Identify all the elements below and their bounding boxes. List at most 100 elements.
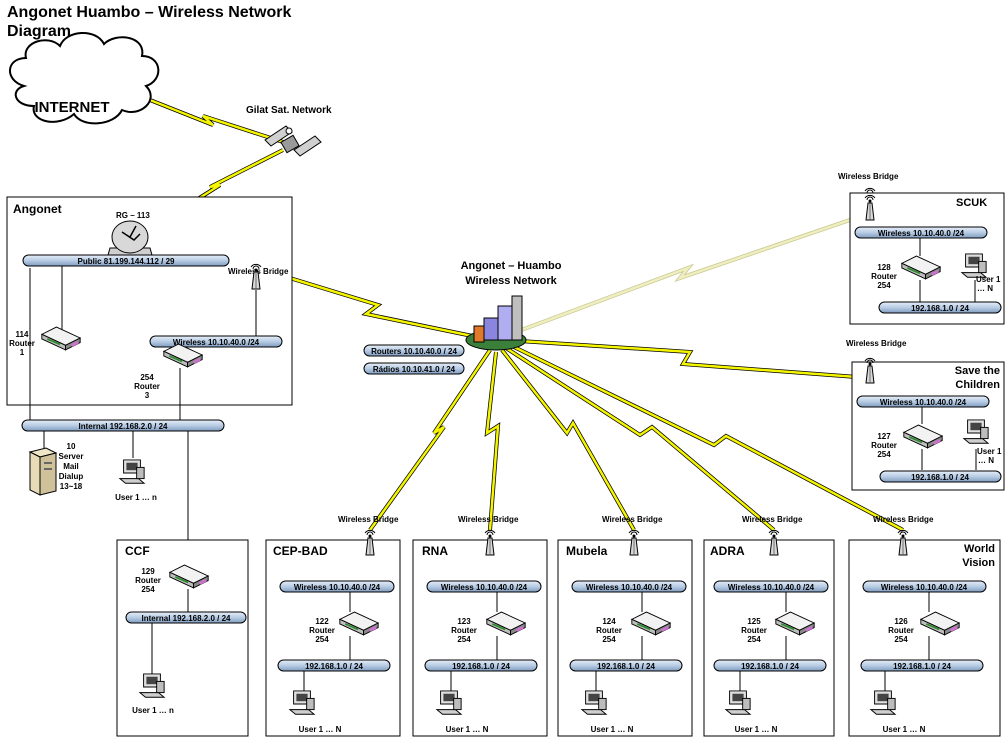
satellite-dish-icon (105, 220, 155, 263)
scuk-site: Wireless Bridge SCUK Wireless 10.10.40.0… (838, 172, 1005, 325)
site-name: Mubela (566, 544, 608, 558)
internet-label: INTERNET (35, 99, 110, 116)
site-bridge-label: Wireless Bridge (602, 515, 663, 524)
svg-text:Router: Router (871, 272, 897, 281)
angonet-user-label: User 1 … n (115, 493, 157, 502)
site-user-label: User 1 … N (446, 725, 489, 734)
svg-text:Router: Router (134, 382, 160, 391)
angonet-user-pc-icon (119, 459, 145, 484)
save-user-pc-icon (963, 419, 989, 444)
link-save-children (504, 338, 871, 380)
save-lan: 192.168.1.0 / 24 (911, 473, 969, 482)
svg-text:Router: Router (888, 626, 914, 635)
ccf-user-pc-icon (139, 673, 165, 698)
site-bridge-label: Wireless Bridge (742, 515, 803, 524)
ccf-site: CCF 129 Router 254 Internal 192.168.2.0 … (116, 539, 249, 737)
svg-text:Server: Server (59, 452, 84, 461)
site-mubela: Wireless Bridge Mubela Wireless 10.10.40… (557, 515, 693, 737)
svg-text:126: 126 (894, 617, 908, 626)
ccf-name: CCF (125, 544, 150, 558)
svg-text:127: 127 (877, 432, 891, 441)
site-world-vision: Wireless Bridge World Vision Wireless 10… (848, 515, 1001, 737)
dish-label: RG – 113 (116, 211, 150, 220)
site-wireless-net: Wireless 10.10.40.0 /24 (586, 583, 673, 592)
site-user-label: User 1 … N (299, 725, 342, 734)
angonet-internal-net: Internal 192.168.2.0 / 24 (79, 422, 168, 431)
svg-text:Router: Router (741, 626, 767, 635)
angonet-site: Angonet RG – 113 Public 81.199.144.112 /… (6, 196, 293, 502)
scuk-lan: 192.168.1.0 / 24 (911, 304, 969, 313)
diagram-title: Angonet Huambo – Wireless Network Diagra… (7, 4, 292, 40)
svg-text:13~18: 13~18 (60, 482, 83, 491)
svg-text:1: 1 (20, 348, 25, 357)
svg-text:User 1: User 1 (976, 275, 1001, 284)
ccf-user-label: User 1 … n (132, 706, 174, 715)
svg-text:114: 114 (16, 330, 29, 339)
svg-text:254: 254 (457, 635, 471, 644)
svg-text:254: 254 (747, 635, 761, 644)
site-user-pc-icon (870, 690, 896, 715)
svg-text:Router: Router (871, 441, 897, 450)
angonet-wireless-net: Wireless 10.10.40.0 /24 (173, 338, 260, 347)
svg-text:Router: Router (9, 339, 35, 348)
svg-text:3: 3 (145, 391, 150, 400)
site-adra: Wireless Bridge ADRA Wireless 10.10.40.0… (703, 515, 835, 737)
internet-cloud: INTERNET (9, 31, 160, 125)
svg-text:User 1: User 1 (977, 447, 1002, 456)
site-lan: 192.168.1.0 / 24 (741, 662, 799, 671)
svg-text:254: 254 (315, 635, 329, 644)
site-name: CEP-BAD (273, 544, 328, 558)
site-lan: 192.168.1.0 / 24 (597, 662, 655, 671)
svg-text:10: 10 (67, 442, 76, 451)
public-net-label: Public 81.199.144.112 / 29 (78, 257, 176, 266)
ccf-internal-net: Internal 192.168.2.0 / 24 (142, 614, 231, 623)
hub: Angonet – Huambo Wireless Network Router… (363, 260, 562, 375)
hub-routers-label: Routers 10.10.40.0 / 24 (371, 347, 457, 356)
svg-text:254: 254 (894, 635, 908, 644)
svg-text:254: 254 (877, 281, 891, 290)
svg-text:123: 123 (457, 617, 471, 626)
hub-title-line1: Angonet – Huambo (461, 260, 562, 272)
svg-text:Router: Router (596, 626, 622, 635)
site-user-label: User 1 … N (735, 725, 778, 734)
svg-text:254: 254 (140, 373, 154, 382)
site-wireless-net: Wireless 10.10.40.0 /24 (728, 583, 815, 592)
site-name-line2: Vision (962, 557, 995, 569)
site-bridge-label: Wireless Bridge (873, 515, 934, 524)
svg-text:Router: Router (135, 576, 161, 585)
wireless-links (134, 96, 904, 532)
svg-text:254: 254 (877, 450, 891, 459)
svg-text:122: 122 (315, 617, 329, 626)
site-user-pc-icon (725, 690, 751, 715)
site-rna: Wireless Bridge RNA Wireless 10.10.40.0 … (412, 515, 548, 737)
angonet-name: Angonet (13, 202, 62, 216)
scuk-name: SCUK (956, 197, 987, 209)
save-bridge-label: Wireless Bridge (846, 339, 907, 348)
site-lan: 192.168.1.0 / 24 (893, 662, 951, 671)
angonet-bridge-label: Wireless Bridge (228, 267, 289, 276)
site-wireless-net: Wireless 10.10.40.0 /24 (881, 583, 968, 592)
site-name: RNA (422, 544, 448, 558)
svg-text:129: 129 (141, 567, 155, 576)
satellite-label: Gilat Sat. Network (246, 105, 332, 116)
save-the-children-site: Wireless Bridge Save the Children Wirele… (846, 339, 1005, 491)
site-user-label: User 1 … N (883, 725, 926, 734)
save-name-line1: Save the (955, 365, 1000, 377)
hub-radios-label: Rádios 10.10.41.0 / 24 (373, 365, 456, 374)
svg-text:128: 128 (877, 263, 891, 272)
site-user-label: User 1 … N (591, 725, 634, 734)
svg-text:Dialup: Dialup (59, 472, 84, 481)
svg-text:Router: Router (309, 626, 335, 635)
site-bridge-label: Wireless Bridge (338, 515, 399, 524)
site-bridge-label: Wireless Bridge (458, 515, 519, 524)
site-name: World (964, 543, 995, 555)
site-cep-bad: Wireless Bridge CEP-BAD Wireless 10.10.4… (265, 515, 401, 737)
site-lan: 192.168.1.0 / 24 (305, 662, 363, 671)
server-icon (28, 447, 58, 496)
svg-text:125: 125 (747, 617, 761, 626)
site-lan: 192.168.1.0 / 24 (452, 662, 510, 671)
svg-text:… N: … N (977, 284, 993, 293)
site-user-pc-icon (436, 690, 462, 715)
scuk-wireless-net: Wireless 10.10.40.0 /24 (878, 229, 965, 238)
